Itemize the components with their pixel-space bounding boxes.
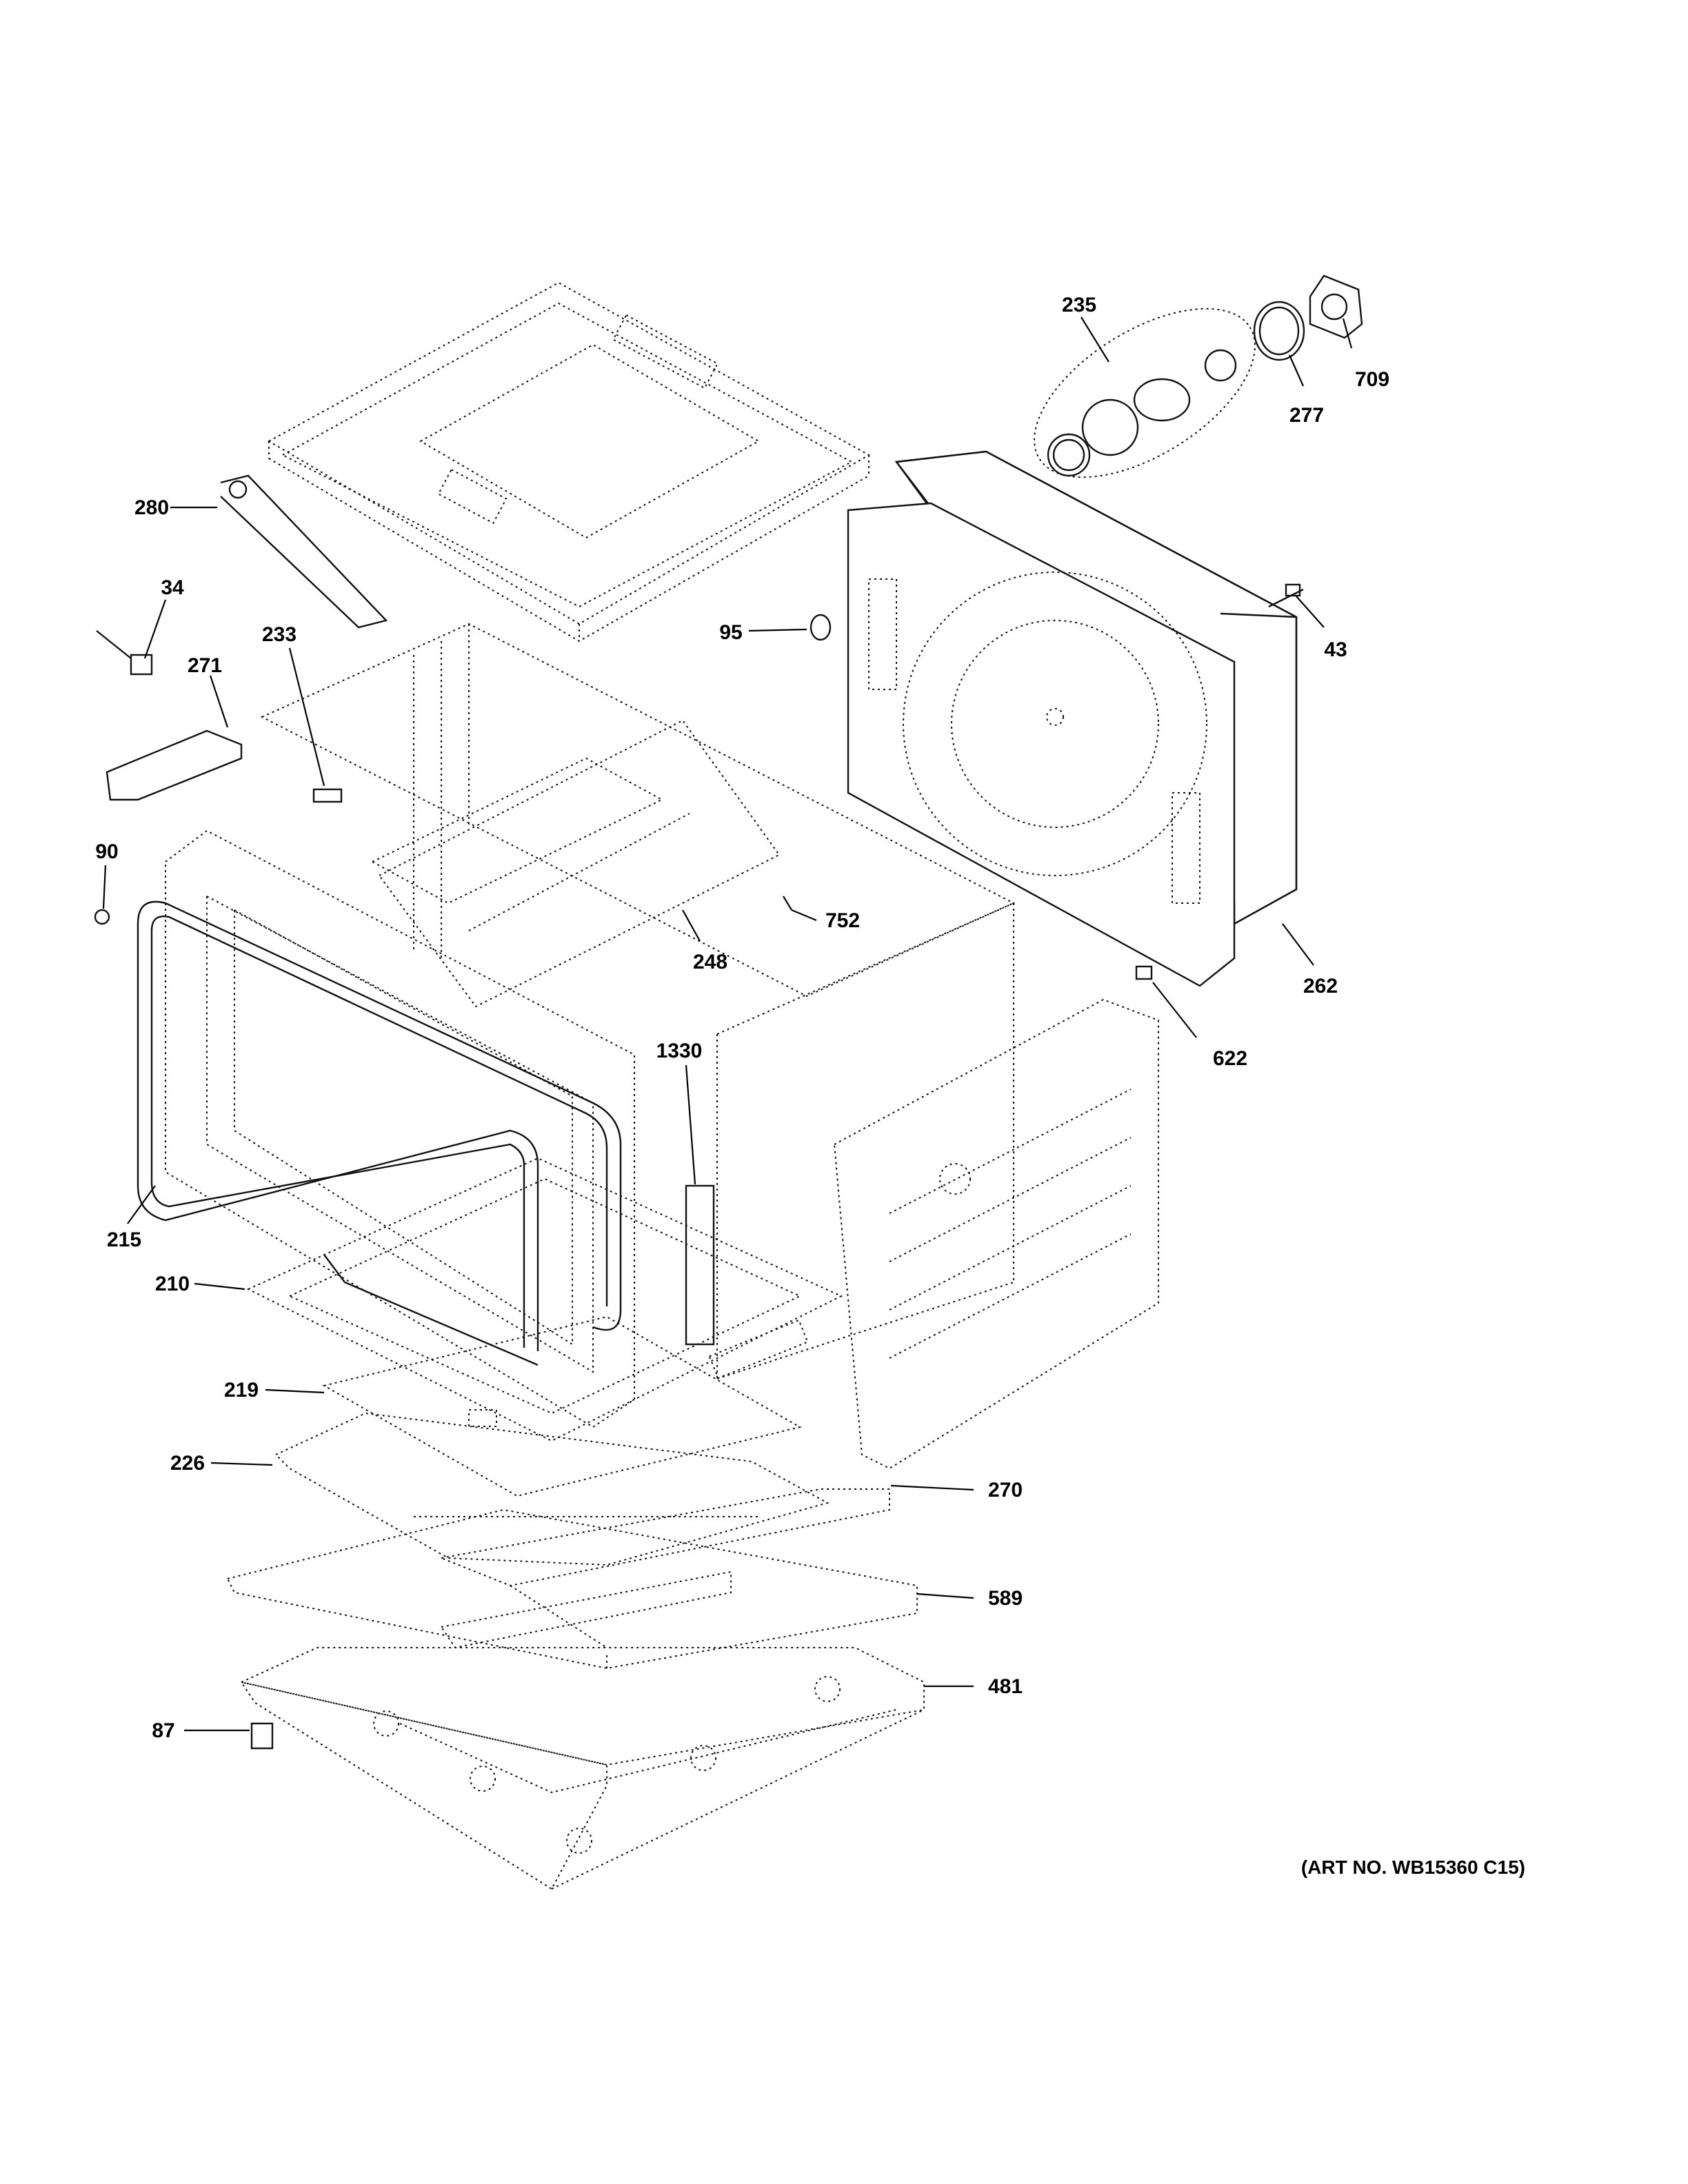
probe-233	[312, 788, 343, 803]
callout-235: 235	[1062, 294, 1096, 316]
callout-1330: 1330	[656, 1040, 703, 1062]
callout-248: 248	[693, 951, 727, 973]
oven-cavity	[260, 623, 1016, 1379]
light-assembly-235	[1034, 307, 1256, 478]
sensor-34	[96, 630, 153, 676]
bottom-pan-481	[239, 1647, 925, 1890]
callout-270: 270	[988, 1479, 1023, 1502]
art-number: (ART NO. WB15360 C15)	[1301, 1857, 1525, 1878]
light-cover-709	[1309, 274, 1363, 339]
callout-277: 277	[1289, 404, 1324, 427]
callout-95: 95	[719, 621, 742, 644]
front-frame	[165, 829, 635, 1428]
callout-262: 262	[1303, 975, 1338, 998]
oven-bottom-210	[246, 1157, 843, 1442]
callout-34: 34	[161, 576, 184, 599]
callout-622: 622	[1213, 1047, 1247, 1070]
callout-752: 752	[825, 909, 860, 932]
callout-215: 215	[107, 1228, 141, 1251]
bake-element-215	[137, 900, 622, 1366]
panel-248	[370, 719, 781, 1008]
callout-labels: 235 709 277 280 34 95 43 233 271 90 752 …	[95, 294, 1389, 1742]
callout-589: 589	[988, 1587, 1023, 1610]
callout-481: 481	[988, 1675, 1023, 1698]
clip-622	[1135, 965, 1153, 980]
bracket-271	[106, 729, 243, 801]
callout-43: 43	[1324, 638, 1347, 661]
clip-87	[250, 1722, 274, 1750]
panel-226	[274, 1412, 830, 1566]
callout-87: 87	[152, 1719, 174, 1742]
callout-210: 210	[155, 1273, 190, 1295]
callout-709: 709	[1355, 368, 1389, 391]
leader-lines	[102, 316, 1353, 1732]
callout-271: 271	[188, 654, 222, 677]
callout-280: 280	[134, 496, 169, 519]
top-panel	[267, 281, 871, 643]
callout-90: 90	[95, 840, 118, 863]
screw-752	[782, 896, 793, 911]
bracket-280	[220, 474, 388, 629]
connector-43	[1268, 583, 1304, 608]
callout-219: 219	[224, 1379, 259, 1402]
hinge-1330	[685, 1184, 715, 1346]
panel-270	[439, 1488, 890, 1648]
callout-226: 226	[170, 1452, 205, 1475]
panel-219	[322, 1315, 802, 1497]
callout-233: 233	[262, 623, 297, 646]
side-panel	[833, 998, 1159, 1470]
gasket-277	[1253, 301, 1305, 361]
panel-589	[226, 1508, 918, 1670]
knob-90	[94, 909, 110, 925]
back-panel-262	[847, 450, 1298, 987]
grommet-95	[810, 614, 832, 641]
